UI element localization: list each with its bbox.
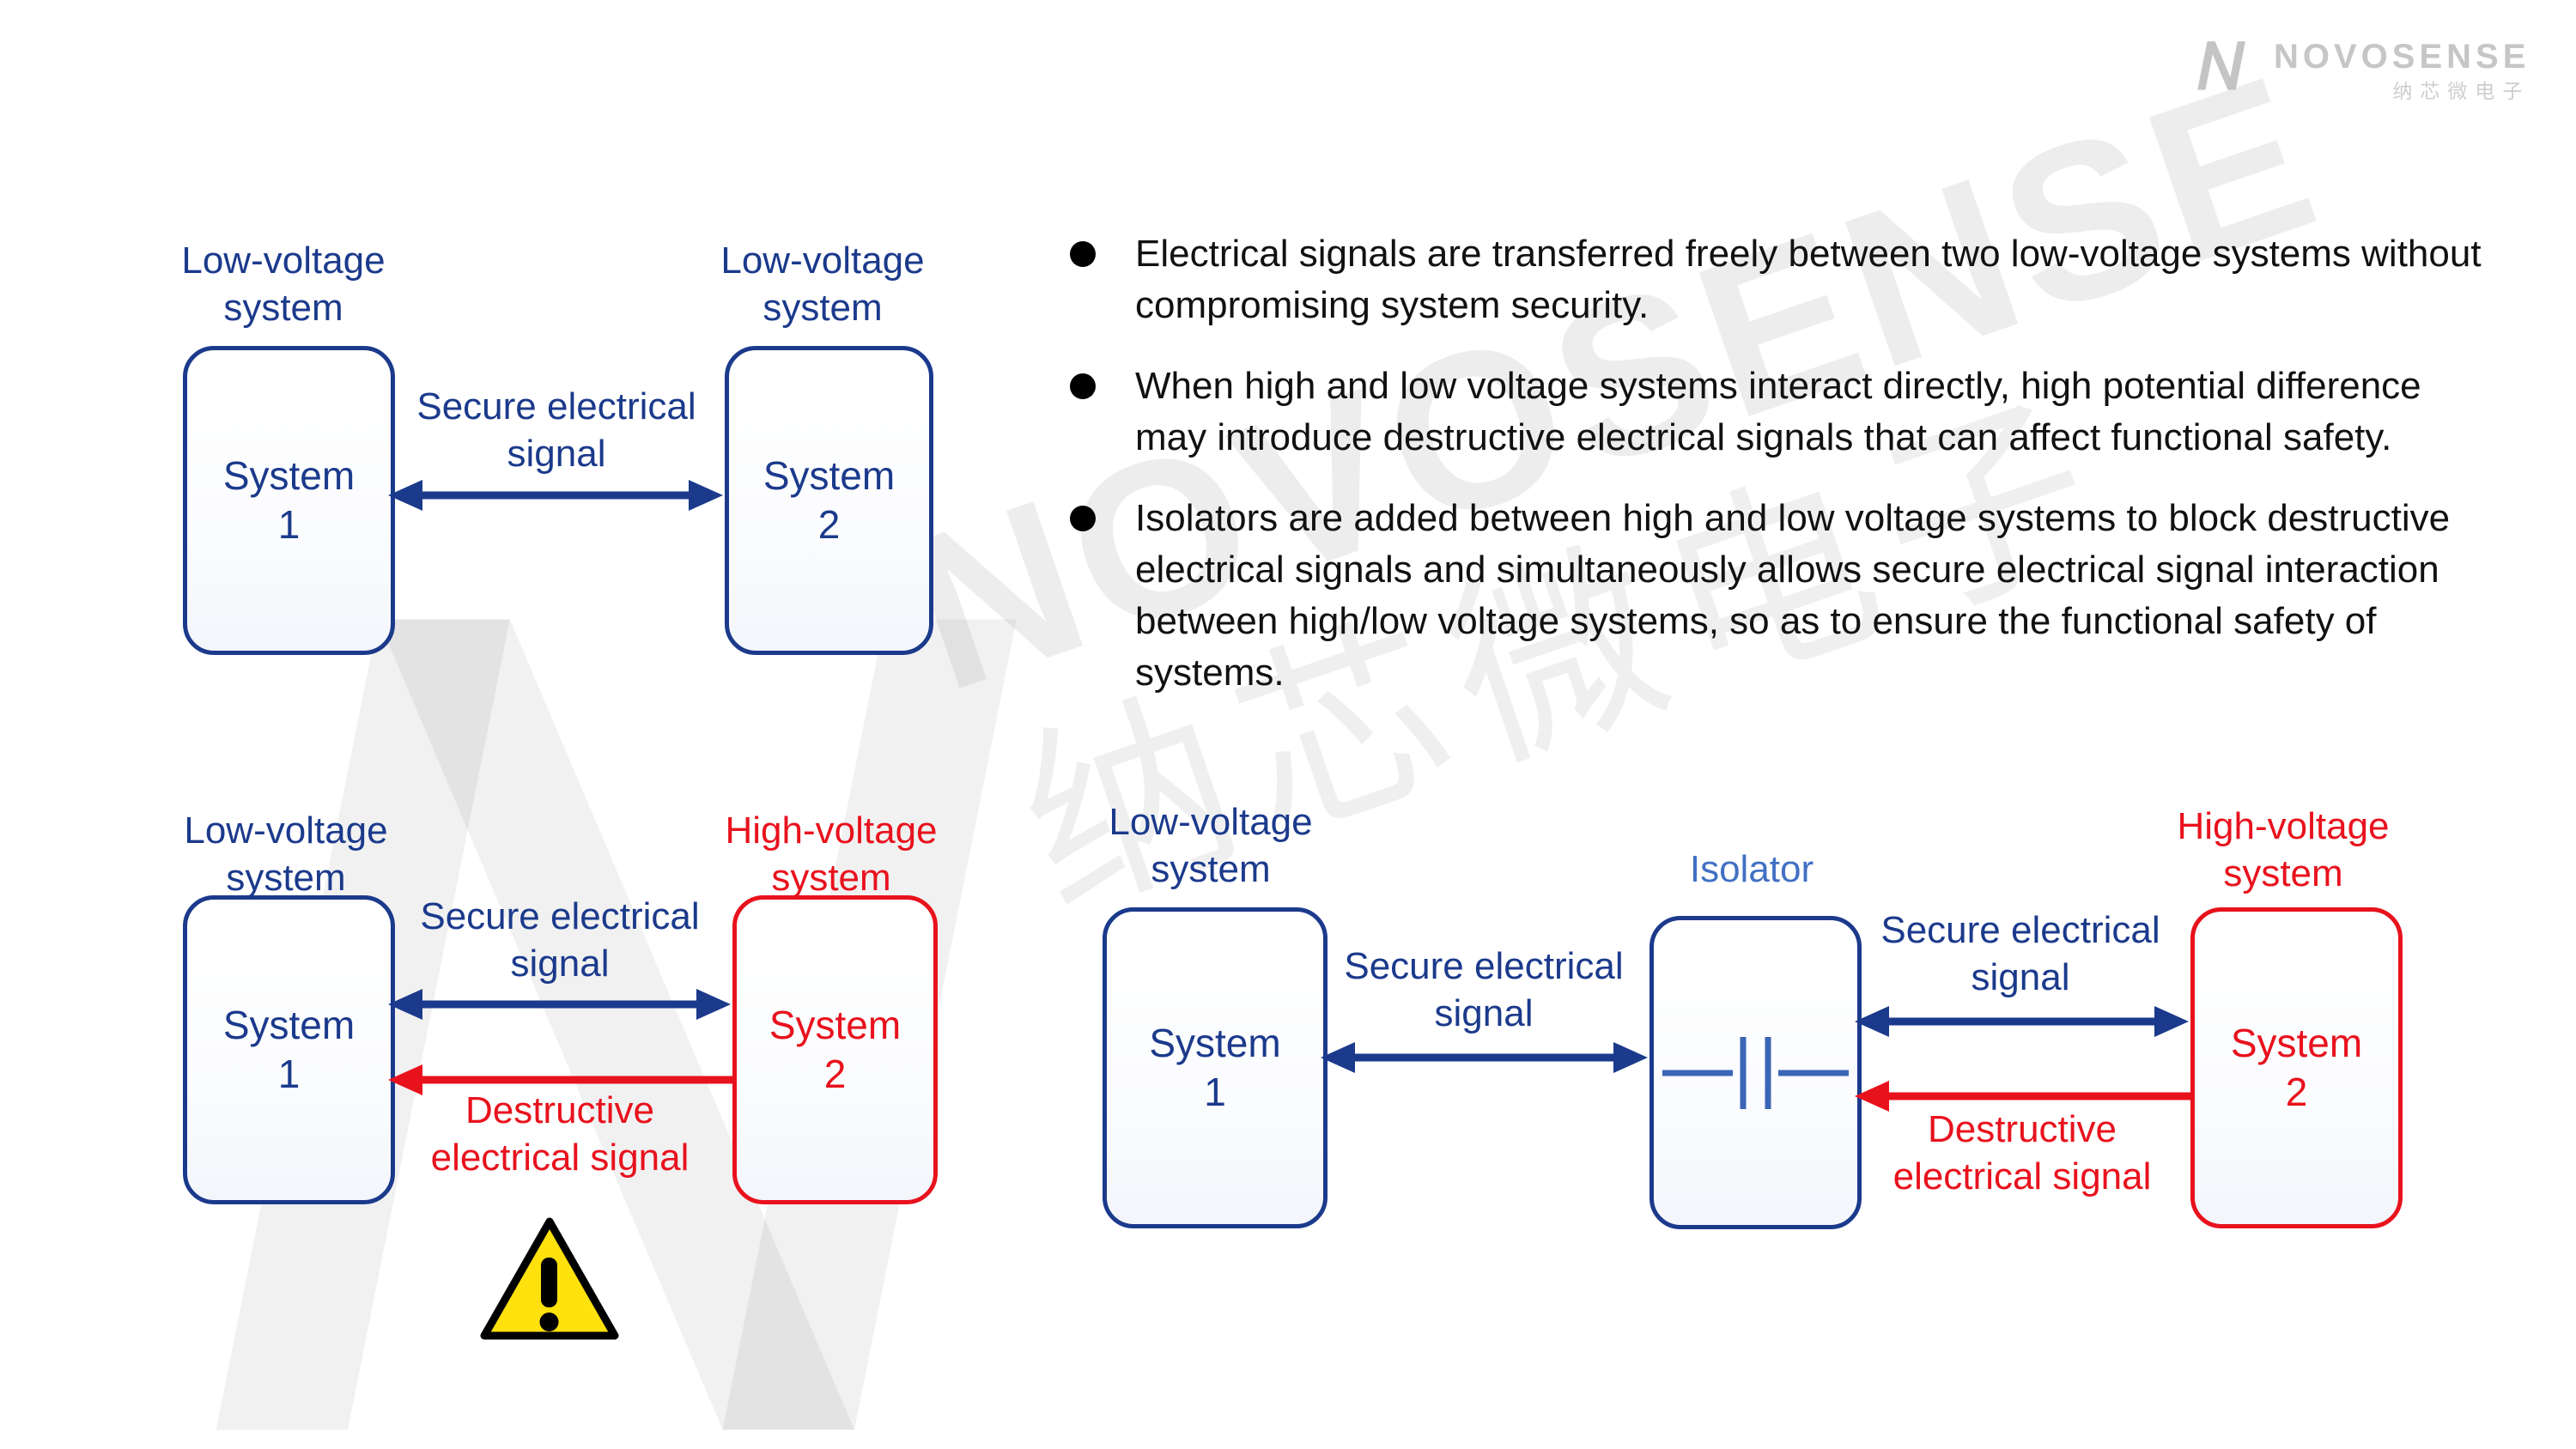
- bullet-icon: [1070, 506, 1096, 531]
- system-2-box: System 2: [725, 346, 933, 655]
- secure-signal-double-arrow: [388, 480, 723, 511]
- logo-text-block: NOVOSENSE 纳芯微电子: [2274, 38, 2530, 103]
- destructive-signal-label: Destructive electrical signal: [1893, 1108, 2152, 1197]
- novosense-logo-icon: [2181, 38, 2260, 95]
- logo-brand-text: NOVOSENSE: [2274, 38, 2530, 76]
- isolator-title: Isolator: [1689, 848, 1814, 890]
- low-voltage-system-title: Low-voltage system: [1109, 801, 1313, 890]
- system-2-box: System 2: [2190, 907, 2403, 1228]
- bullet-icon: [1070, 373, 1096, 399]
- destructive-signal-arrow: [1855, 1081, 2190, 1112]
- secure-signal-label: Secure electrical signal: [1344, 945, 1624, 1034]
- isolator-box: [1649, 916, 1862, 1229]
- low-voltage-system-title: Low-voltage system: [181, 239, 386, 329]
- logo-brand-cn-text: 纳芯微电子: [2392, 80, 2530, 102]
- secure-signal-double-arrow: [388, 989, 731, 1020]
- system-1-box: System 1: [183, 346, 395, 655]
- bullet-text-3: Isolators are added between high and low…: [1135, 497, 2451, 694]
- bullet-text-1: Electrical signals are transferred freel…: [1135, 233, 2482, 326]
- system-1-box: System 1: [183, 895, 395, 1204]
- capacitor-symbol-icon: [1662, 1037, 1849, 1109]
- bullet-list: Electrical signals are transferred freel…: [1070, 228, 2530, 728]
- bullet-item: Isolators are added between high and low…: [1070, 493, 2530, 699]
- bullet-icon: [1070, 241, 1096, 267]
- low-voltage-system-title: Low-voltage system: [184, 809, 388, 899]
- system-2-box: System 2: [732, 895, 938, 1204]
- secure-signal-label: Secure electrical signal: [416, 385, 696, 475]
- novosense-logo: NOVOSENSE 纳芯微电子: [2181, 38, 2530, 103]
- bullet-text-2: When high and low voltage systems intera…: [1135, 365, 2421, 458]
- system-1-box: System 1: [1103, 907, 1327, 1228]
- high-voltage-system-title: High-voltage system: [2177, 805, 2390, 894]
- high-voltage-system-title: High-voltage system: [725, 809, 938, 899]
- destructive-signal-label: Destructive electrical signal: [430, 1089, 690, 1179]
- secure-signal-double-arrow: [1321, 1042, 1648, 1073]
- bullet-item: Electrical signals are transferred freel…: [1070, 228, 2530, 331]
- secure-signal-double-arrow: [1855, 1006, 2189, 1037]
- low-voltage-system-title: Low-voltage system: [720, 239, 925, 329]
- secure-signal-label: Secure electrical signal: [420, 895, 700, 985]
- bullet-item: When high and low voltage systems intera…: [1070, 361, 2530, 464]
- secure-signal-label: Secure electrical signal: [1880, 909, 2160, 998]
- destructive-signal-arrow: [388, 1064, 732, 1095]
- warning-triangle-icon: [480, 1217, 619, 1340]
